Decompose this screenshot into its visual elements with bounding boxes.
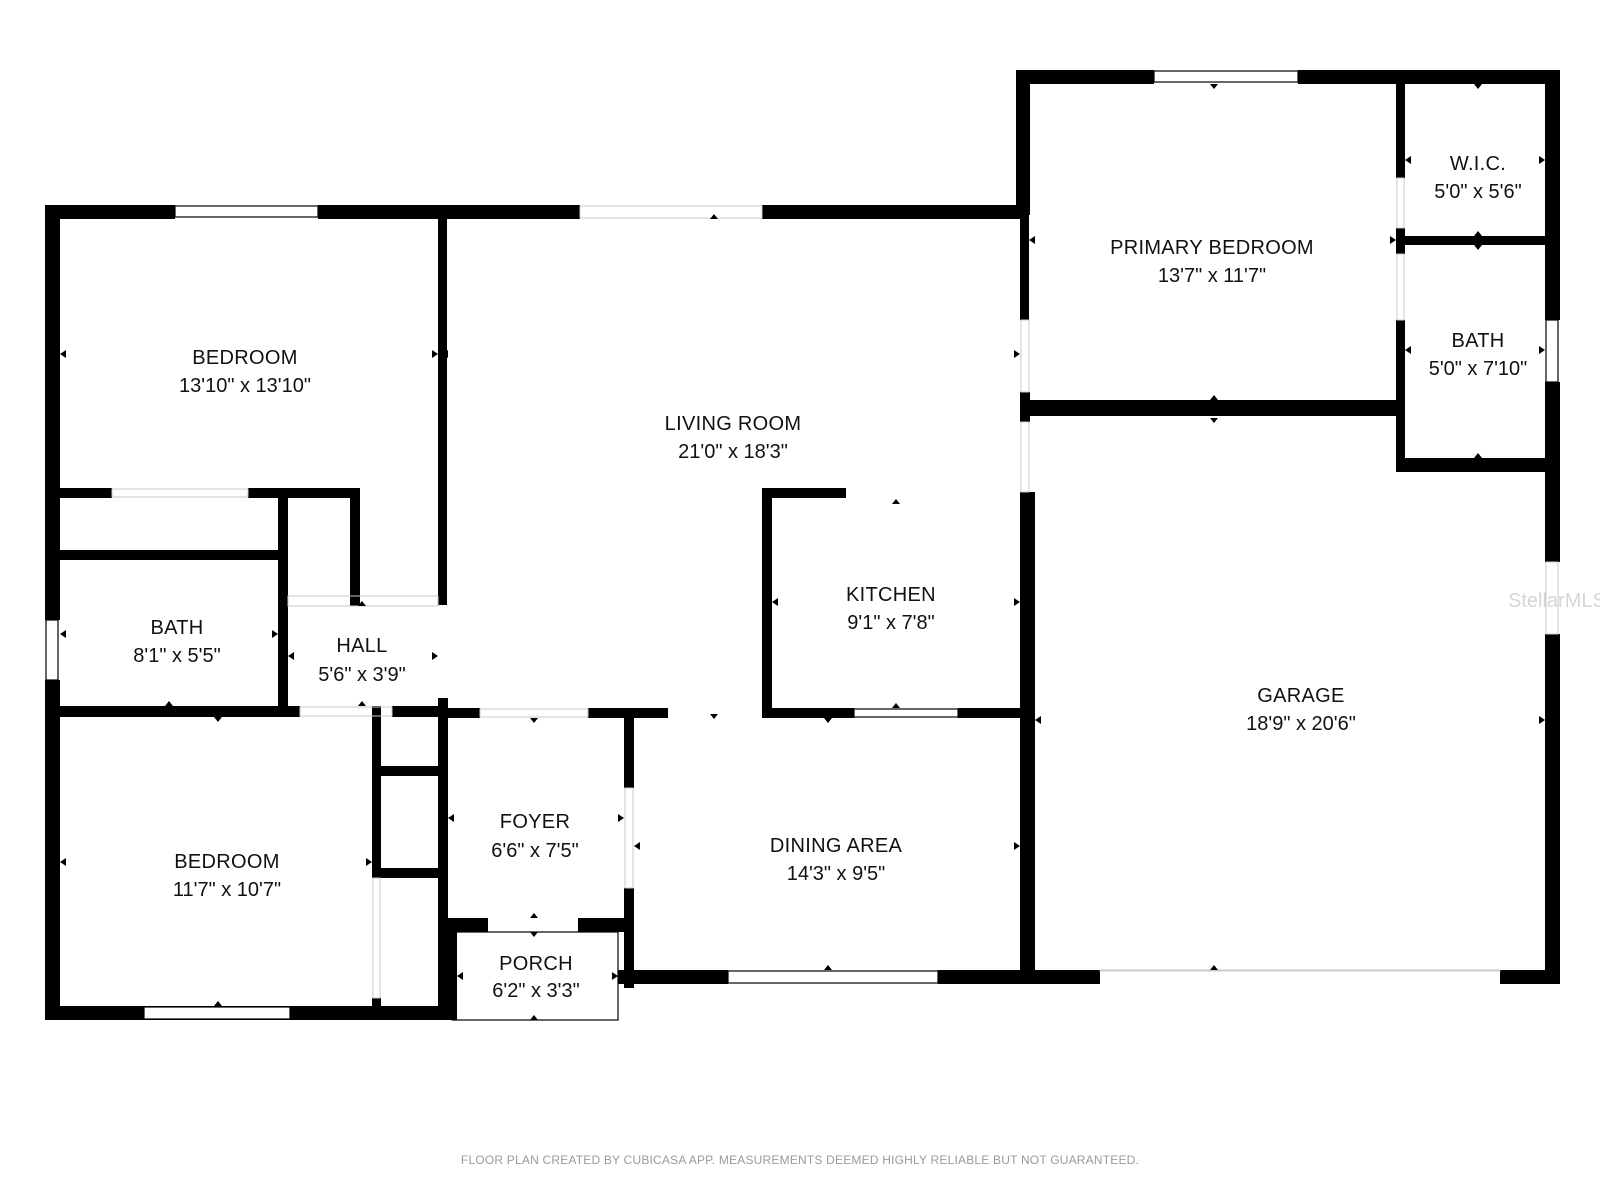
wall xyxy=(1020,492,1035,984)
wall xyxy=(958,708,1028,718)
wall xyxy=(45,205,175,219)
wall xyxy=(624,708,634,788)
wall xyxy=(45,680,60,1020)
wall xyxy=(624,888,634,988)
room-dims-bedroom-top: 13'10" x 13'10" xyxy=(179,375,311,397)
wall xyxy=(1016,70,1030,215)
wall xyxy=(578,918,634,932)
wall xyxy=(438,205,447,605)
room-dims-bedroom-bottom: 11'7" x 10'7" xyxy=(173,879,281,901)
wall xyxy=(938,970,1100,984)
room-name-hall: HALL xyxy=(336,635,387,657)
walls xyxy=(45,70,1560,1020)
wall xyxy=(392,706,448,717)
wall xyxy=(762,488,846,498)
room-name-bath-left: BATH xyxy=(150,617,203,639)
room-dims-porch: 6'2" x 3'3" xyxy=(492,980,579,1002)
window xyxy=(143,1006,291,1020)
wall xyxy=(56,488,112,498)
wall xyxy=(762,205,1020,219)
room-name-foyer: FOYER xyxy=(500,811,570,833)
room-dims-dining-area: 14'3" x 9'5" xyxy=(787,863,886,885)
wall xyxy=(278,488,288,714)
room-dims-garage: 18'9" x 20'6" xyxy=(1246,713,1356,735)
room-name-garage: GARAGE xyxy=(1257,685,1344,707)
wall xyxy=(1396,458,1548,472)
room-name-kitchen: KITCHEN xyxy=(846,584,936,606)
wall xyxy=(1545,70,1560,320)
room-name-wic: W.I.C. xyxy=(1450,153,1506,175)
wall xyxy=(1545,382,1560,562)
room-dims-living-room: 21'0" x 18'3" xyxy=(678,441,788,463)
room-labels: BEDROOM 13'10" x 13'10" BATH 8'1" x 5'5"… xyxy=(133,153,1527,1002)
wall xyxy=(56,706,300,717)
window xyxy=(45,619,59,681)
room-dims-hall: 5'6" x 3'9" xyxy=(318,664,405,686)
wall xyxy=(372,998,381,1020)
wall xyxy=(1396,236,1546,245)
wall xyxy=(762,708,854,718)
wall xyxy=(1020,400,1400,416)
wall xyxy=(372,868,446,878)
wall xyxy=(1016,70,1154,84)
dimension-ticks xyxy=(60,84,1545,1020)
wall xyxy=(438,698,448,1020)
room-dims-foyer: 6'6" x 7'5" xyxy=(491,840,578,862)
window xyxy=(853,708,959,718)
room-dims-wic: 5'0" x 5'6" xyxy=(1434,181,1521,203)
wall xyxy=(1298,70,1560,84)
room-name-primary-bedroom: PRIMARY BEDROOM xyxy=(1110,237,1314,259)
wall xyxy=(1020,205,1029,320)
window xyxy=(727,970,939,984)
openings xyxy=(111,177,1559,999)
window xyxy=(174,205,319,218)
wall xyxy=(762,488,772,718)
wall xyxy=(45,205,60,620)
room-name-dining-area: DINING AREA xyxy=(770,835,903,857)
wall xyxy=(1500,970,1560,984)
window xyxy=(1545,319,1559,383)
room-dims-primary-bedroom: 13'7" x 11'7" xyxy=(1158,265,1266,287)
watermark: StellarMLS xyxy=(1508,590,1600,612)
footer-disclaimer: FLOOR PLAN CREATED BY CUBICASA APP. MEAS… xyxy=(460,1153,1140,1167)
wall xyxy=(372,706,381,876)
wall xyxy=(248,488,360,498)
room-dims-kitchen: 9'1" x 7'8" xyxy=(847,612,934,634)
room-name-bath-right: BATH xyxy=(1451,330,1504,352)
room-name-bedroom-bottom: BEDROOM xyxy=(174,851,279,873)
wall xyxy=(1545,634,1560,984)
room-dims-bath-left: 8'1" x 5'5" xyxy=(133,645,220,667)
windows xyxy=(45,70,1559,1020)
wall xyxy=(1396,320,1405,470)
window xyxy=(1153,70,1299,83)
room-name-bedroom-top: BEDROOM xyxy=(192,347,297,369)
wall xyxy=(618,970,728,984)
wall xyxy=(318,205,580,219)
wall xyxy=(350,488,360,606)
wall xyxy=(448,708,480,718)
room-name-porch: PORCH xyxy=(499,953,573,975)
room-name-living-room: LIVING ROOM xyxy=(665,413,802,435)
porch-outline xyxy=(451,931,619,1021)
wall xyxy=(1396,84,1405,178)
wall xyxy=(448,918,488,932)
room-dims-bath-right: 5'0" x 7'10" xyxy=(1429,358,1528,380)
wall xyxy=(372,766,446,776)
